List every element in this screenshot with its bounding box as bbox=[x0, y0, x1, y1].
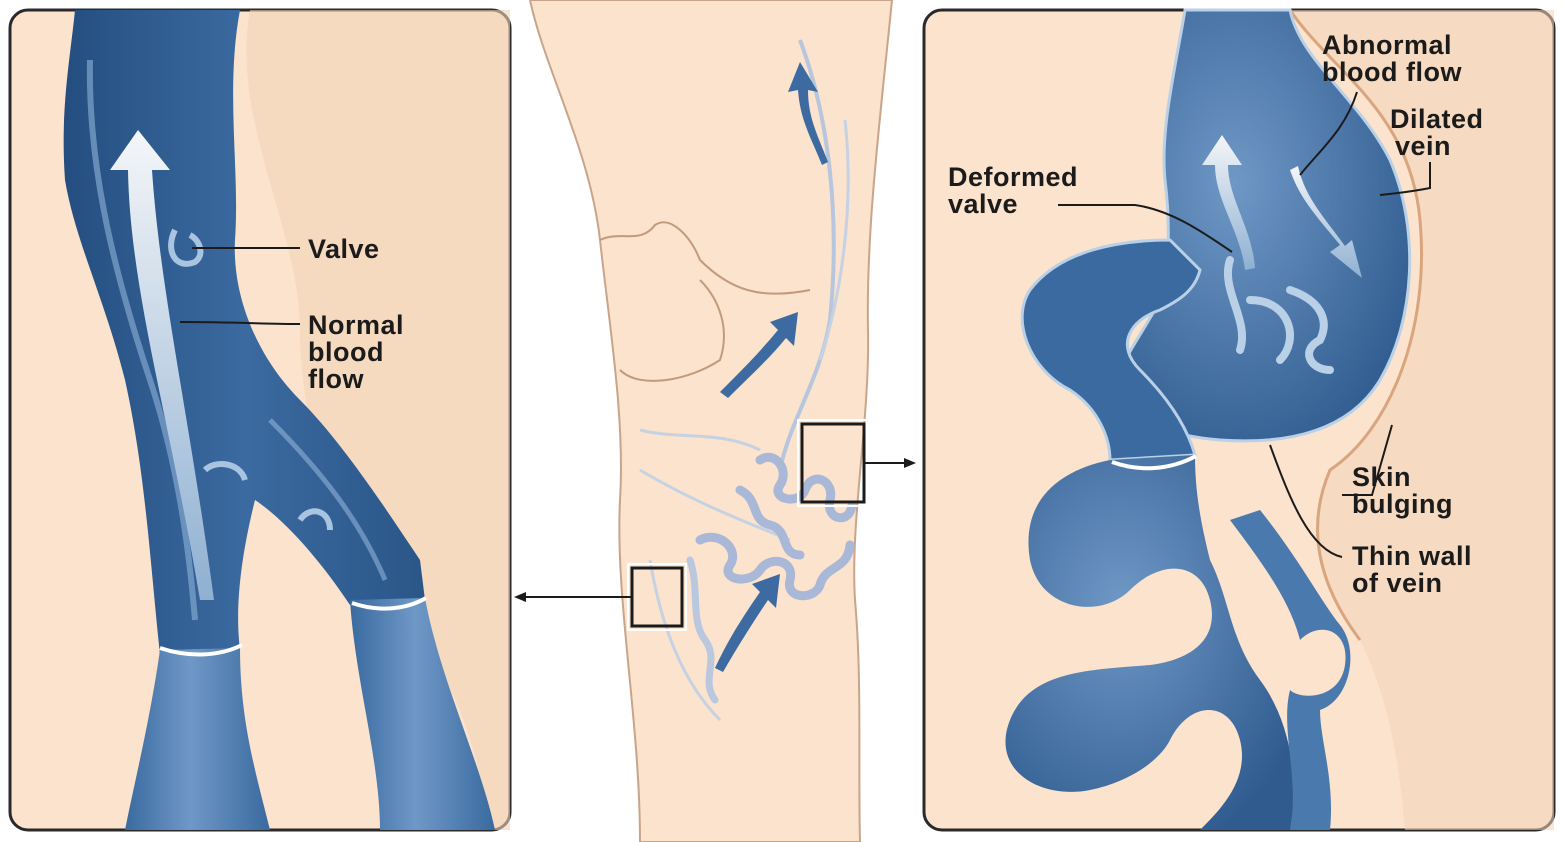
dilated-vein-label: Dilated vein bbox=[1390, 104, 1484, 161]
leg-flow-arrow-low bbox=[715, 574, 780, 672]
leg-flow-arrow-mid bbox=[720, 312, 798, 398]
valve-label: Valve bbox=[308, 234, 380, 264]
normal-blood-flow-label: Normal blood flow bbox=[308, 310, 405, 394]
lower-vein-left bbox=[125, 648, 270, 830]
leg-outline bbox=[528, 0, 894, 842]
deformed-valve-label: Deformed valve bbox=[948, 162, 1079, 219]
curved-vein bbox=[1020, 238, 1202, 462]
thin-wall-label: Thin wall of vein bbox=[1352, 541, 1473, 598]
varicose-vein-panel bbox=[922, 8, 1556, 832]
skin-bulging-label: Skin bulging bbox=[1352, 462, 1453, 519]
lower-vein-right bbox=[350, 598, 495, 830]
varicose-cluster bbox=[695, 453, 857, 601]
valve-flap bbox=[168, 228, 204, 267]
abnormal-flow-arrow-down bbox=[1290, 166, 1362, 278]
normal-flow-arrow bbox=[110, 130, 214, 600]
dilated-vein bbox=[1116, 8, 1412, 443]
abnormal-flow-arrow-up bbox=[1202, 135, 1255, 270]
leg-overview bbox=[514, 0, 916, 842]
tortuous-vein-1 bbox=[1005, 455, 1294, 830]
normal-vein-panel bbox=[8, 8, 512, 832]
leg-flow-arrow-top bbox=[788, 62, 828, 165]
tortuous-vein-2 bbox=[1230, 510, 1351, 830]
abnormal-blood-flow-label: Abnormal blood flow bbox=[1322, 30, 1462, 87]
deformed-valve bbox=[1224, 256, 1294, 364]
